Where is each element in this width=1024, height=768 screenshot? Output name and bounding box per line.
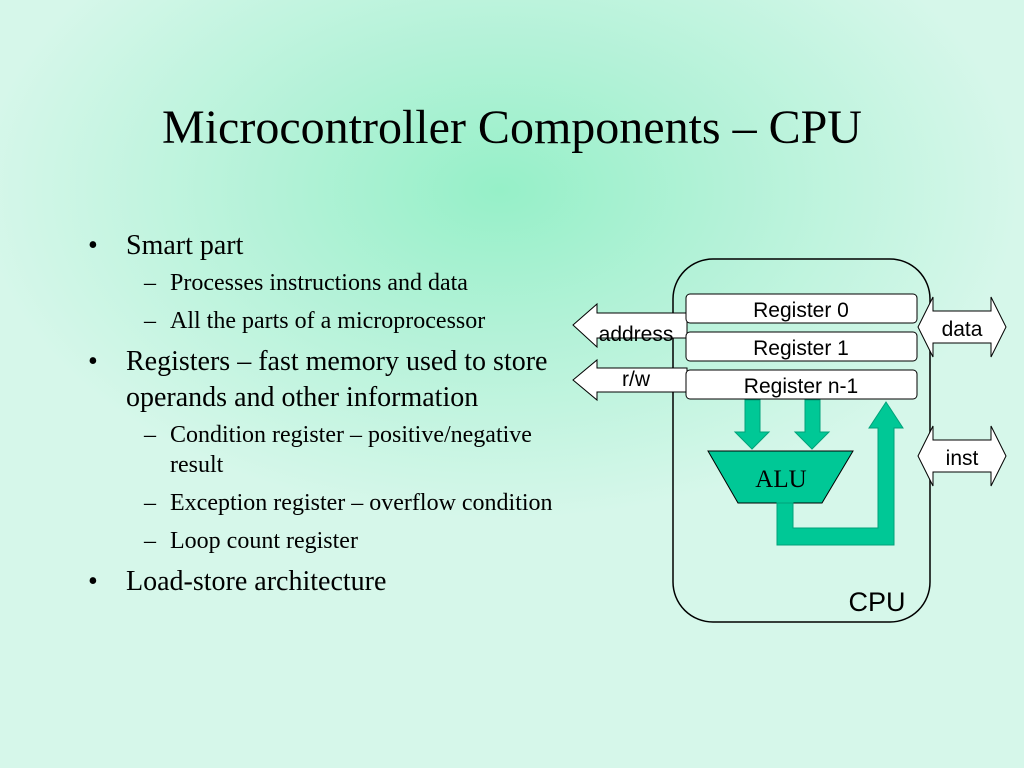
bullet-marker: •: [88, 566, 98, 597]
sub-bullet-text: Exception register – overflow condition: [170, 490, 553, 516]
bullet-marker: •: [88, 346, 98, 377]
bullet-text: Smart part: [126, 230, 244, 261]
sub-bullet-marker: –: [144, 490, 156, 516]
bullet-item: • Load-store architecture: [88, 564, 578, 600]
register-label: Register n-1: [744, 375, 858, 398]
sub-bullet-text: Condition register – positive/negative r…: [170, 422, 532, 478]
inst-arrow: [917, 425, 1007, 487]
sub-bullet-item: –Condition register – positive/negative …: [88, 420, 578, 480]
sub-bullet-marker: –: [144, 308, 156, 334]
sub-bullet-item: –Processes instructions and data: [88, 268, 578, 298]
bullet-text: Load-store architecture: [126, 566, 387, 597]
bullet-list: •Smart part –Processes instructions and …: [88, 228, 578, 604]
inst-label: inst: [946, 447, 979, 470]
alu-block: [707, 450, 854, 504]
result-feedback-arrow: [776, 401, 904, 546]
sub-bullet-item: –Exception register – overflow condition: [88, 488, 578, 518]
bullet-item: • Smart part: [88, 228, 578, 264]
bullet-text: Registers – fast memory used to store op…: [126, 346, 548, 413]
sub-bullet-marker: –: [144, 528, 156, 554]
slide-title: Microcontroller Components – CPU: [162, 101, 862, 154]
operand-arrow: [733, 399, 771, 450]
bullet-item: • Registers – fast memory used to store o…: [88, 344, 578, 416]
register-box: [685, 293, 918, 324]
sub-bullet-item: –All the parts of a microprocessor: [88, 306, 578, 336]
alu-label: ALU: [755, 466, 806, 493]
data-arrow: [917, 296, 1007, 358]
address-arrow: [572, 302, 688, 349]
sub-bullet-text: Processes instructions and data: [170, 270, 468, 296]
sub-bullet-text: All the parts of a microprocessor: [170, 308, 486, 334]
register-label: Register 0: [753, 299, 849, 322]
operand-arrow: [793, 399, 831, 450]
sub-bullet-text: Loop count register: [170, 528, 358, 554]
sub-bullet-marker: –: [144, 422, 156, 448]
address-label: address: [599, 323, 674, 346]
bullet-marker: •: [88, 230, 98, 261]
rw-label: r/w: [622, 368, 651, 391]
sub-bullet-marker: –: [144, 270, 156, 296]
cpu-label: CPU: [848, 587, 905, 617]
register-box: [685, 369, 918, 400]
data-label: data: [942, 318, 983, 341]
register-box: [685, 331, 918, 362]
sub-bullet-item: –Loop count register: [88, 526, 578, 556]
register-label: Register 1: [753, 337, 849, 360]
